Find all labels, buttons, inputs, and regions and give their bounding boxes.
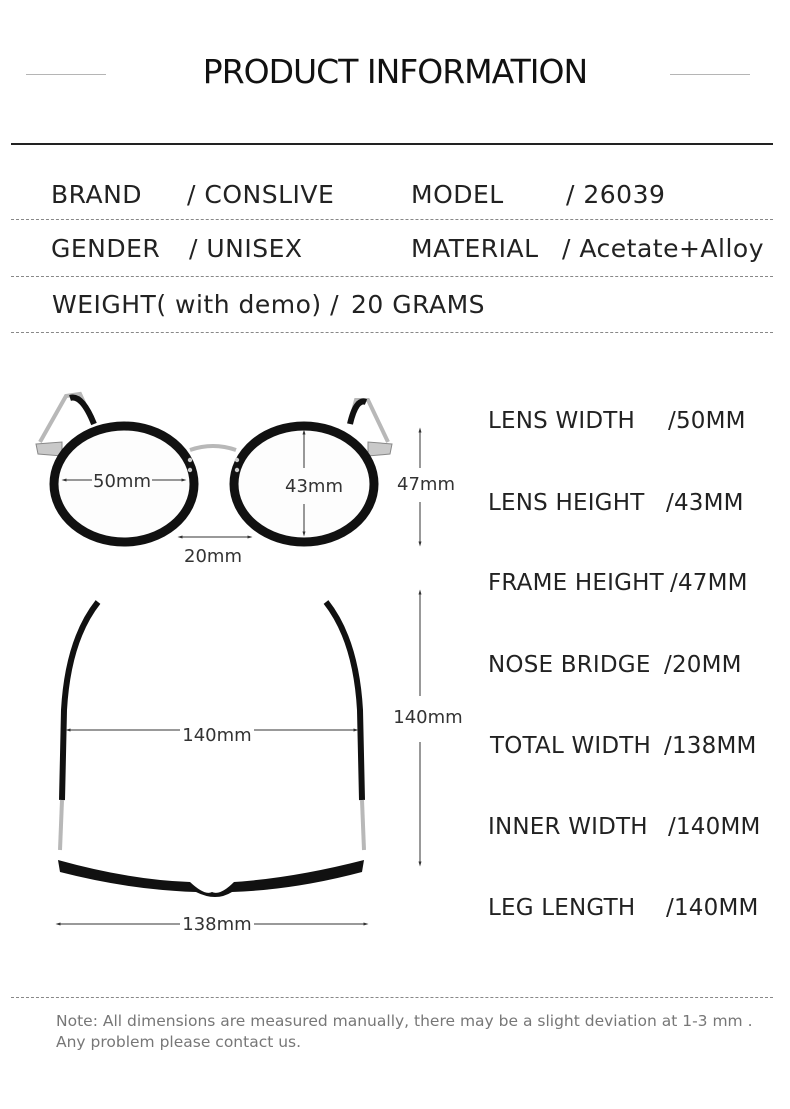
measurement-value: /138MM: [664, 733, 757, 759]
measurement-value: /47MM: [670, 570, 748, 596]
front-view: 50mm 43mm 47mm 20mm: [35, 391, 455, 567]
right-hinge: [367, 441, 393, 457]
left-hinge: [35, 441, 63, 457]
measurement-row: FRAME HEIGHT /47MM: [488, 570, 778, 600]
material-label: MATERIAL: [411, 234, 539, 263]
right-lens: [229, 421, 379, 547]
measurement-value: /20MM: [664, 652, 742, 678]
leg-length-dim: 140mm: [393, 707, 462, 728]
measurement-value: /140MM: [668, 814, 761, 840]
measurement-value: /50MM: [668, 408, 746, 434]
title-decoration-left: [26, 74, 106, 75]
footer-divider: [11, 997, 773, 998]
weight-label: WEIGHT( with demo) /: [52, 290, 340, 319]
left-lens: [49, 421, 199, 547]
spec-row-divider: [11, 219, 773, 220]
footer-note: Note: All dimensions are measured manual…: [56, 1011, 753, 1053]
measurement-label: TOTAL WIDTH: [490, 733, 652, 759]
measurement-label: LENS WIDTH: [488, 408, 636, 434]
inner-width-dim: 140mm: [182, 725, 251, 746]
measurement-label: FRAME HEIGHT: [488, 570, 664, 596]
top-view: 140mm 140mm 138mm: [55, 589, 463, 935]
measurement-row: NOSE BRIDGE /20MM: [488, 652, 778, 682]
brand-label: BRAND: [51, 180, 143, 209]
lens-height-dim: 43mm: [285, 476, 343, 497]
note-line-2: Any problem please contact us.: [56, 1033, 302, 1051]
title-decoration-right: [670, 74, 750, 75]
material-value: / Acetate+Alloy: [562, 234, 764, 263]
note-line-1: Note: All dimensions are measured manual…: [56, 1012, 753, 1030]
measurement-row: LENS HEIGHT /43MM: [488, 490, 778, 520]
model-value: / 26039: [566, 180, 666, 209]
frame-top-view: [58, 860, 364, 897]
lens-width-dim: 50mm: [93, 471, 151, 492]
model-label: MODEL: [411, 180, 504, 209]
glasses-diagram: 50mm 43mm 47mm 20mm 140mm 140mm 138mm: [35, 391, 463, 935]
spec-row-divider: [11, 332, 773, 333]
left-temple-tip: [69, 394, 97, 426]
measurement-label: LEG LENGTH: [488, 895, 636, 921]
spec-row-divider: [11, 276, 773, 277]
brand-value: / CONSLIVE: [187, 180, 335, 209]
measurement-row: LEG LENGTH /140MM: [488, 895, 778, 925]
measurement-value: /43MM: [666, 490, 744, 516]
frame-height-dim: 47mm: [397, 474, 455, 495]
measurement-row: INNER WIDTH /140MM: [488, 814, 778, 844]
total-width-dim: 138mm: [182, 914, 251, 935]
measurement-row: TOTAL WIDTH /138MM: [490, 733, 780, 763]
page-title: PRODUCT INFORMATION: [202, 52, 588, 91]
measurement-row: LENS WIDTH /50MM: [488, 408, 778, 438]
right-leg: [323, 600, 365, 801]
measurement-label: INNER WIDTH: [488, 814, 648, 840]
gender-label: GENDER: [51, 234, 161, 263]
header-divider: [11, 143, 773, 145]
right-temple-tip: [347, 398, 368, 425]
weight-value: 20 GRAMS: [351, 290, 486, 319]
nose-bridge: [189, 444, 237, 452]
measurement-label: LENS HEIGHT: [488, 490, 645, 516]
gender-value: / UNISEX: [189, 234, 303, 263]
left-leg: [59, 600, 101, 801]
measurement-value: /140MM: [666, 895, 759, 921]
nose-bridge-dim: 20mm: [184, 546, 242, 567]
measurement-label: NOSE BRIDGE: [488, 652, 651, 678]
